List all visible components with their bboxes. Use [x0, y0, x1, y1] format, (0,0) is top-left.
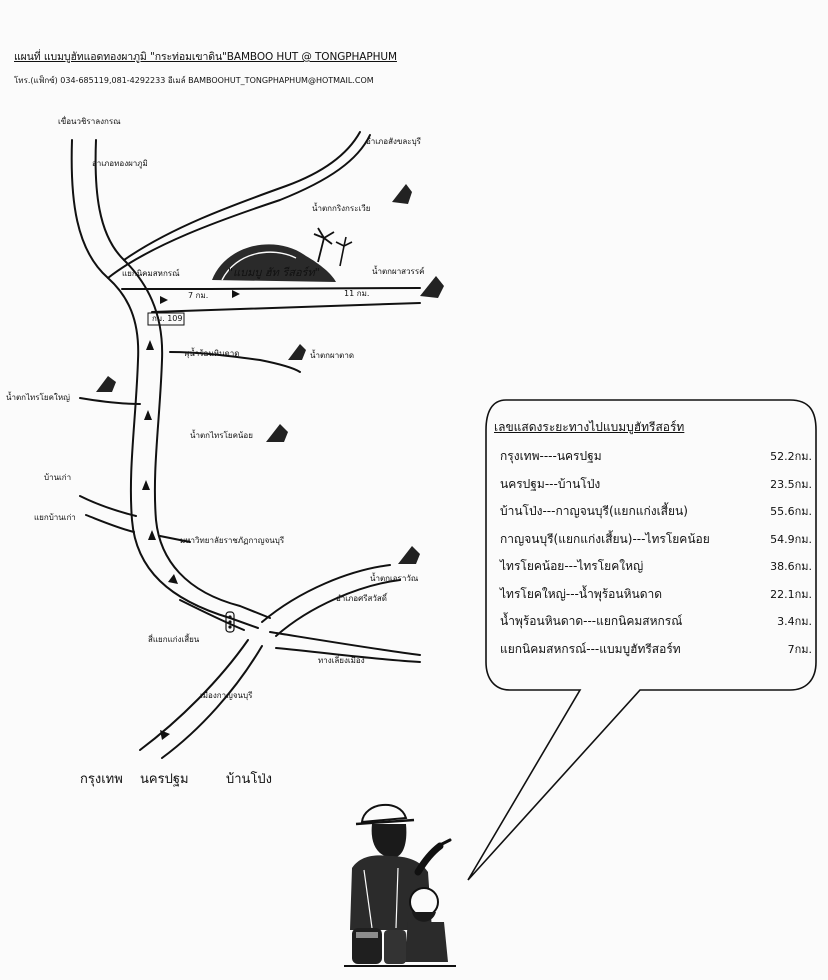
label-university: มหาวิทยาลัยราชภัฏกาญจนบุรี [180, 536, 285, 545]
distance-row: ไทรโยคใหญ่---น้ำพุร้อนหินดาด 22.1กม. [500, 585, 812, 613]
distance-route: นครปฐม---บ้านโป่ง [500, 476, 601, 491]
distance-route: แยกนิคมสหกรณ์---แบมบูฮัทรีสอร์ท [500, 641, 681, 656]
distance-value: 23.5กม. [770, 477, 812, 491]
distance-row: บ้านโป่ง---กาญจนบุรี(แยกแก่งเสี้ยน) 55.6… [500, 502, 812, 530]
label-sai-yok-yai: น้ำตกไทรโยคใหญ่ [6, 393, 70, 402]
explorer-figure-icon [344, 803, 456, 967]
waterfall-icon [392, 184, 412, 204]
traffic-light-icon [225, 611, 235, 633]
distance-route: บ้านโป่ง---กาญจนบุรี(แยกแก่งเสี้ยน) [500, 504, 688, 518]
road-university [159, 535, 191, 543]
road-saiyokyai [79, 397, 141, 405]
distance-value: 54.9กม. [770, 532, 812, 546]
label-erawan: น้ำตกเอราวัณ [370, 574, 419, 583]
distance-route: ไทรโยคใหญ่---น้ำพุร้อนหินดาด [500, 586, 663, 601]
label-ban-kao-junction: แยกบ้านเก่า [34, 513, 76, 522]
road-bankao-2 [85, 514, 135, 533]
waterfall-icons [96, 184, 444, 564]
label-ban-kao: บ้านเก่า [44, 473, 72, 482]
label-resort: "แบมบู ฮัท รีสอร์ท" [228, 266, 320, 279]
map-title: แผนที่ แบมบูฮัทแอดทองผาภูมิ "กระท่อมเขาด… [14, 51, 397, 63]
distance-route: ไทรโยคน้อย---ไทรโยคใหญ่ [500, 559, 644, 573]
distance-table-title: เลขแสดงระยะทางไปแบมบูฮัทรีสอร์ท [494, 420, 685, 434]
road-bankao-1 [79, 495, 137, 517]
label-to-city: ทางเลี่ยงเมือง [318, 656, 365, 665]
label-kanchanaburi-city: เมืองกาญจนบุรี [200, 691, 253, 700]
distance-row: นครปฐม---บ้านโป่ง 23.5กม. [500, 475, 812, 503]
label-km7: 7 กม. [188, 291, 209, 300]
road-sangkhla-outer [107, 134, 371, 279]
highway-east-edge [94, 139, 271, 619]
distance-row: แยกนิคมสหกรณ์---แบมบูฮัทรีสอร์ท 7กม. [500, 640, 812, 668]
label-kraeng-krawia: น้ำตกกริงกระเวีย [312, 204, 371, 213]
route-arrow [146, 340, 154, 350]
route-arrows [142, 290, 240, 740]
road-erawan-2 [275, 579, 401, 637]
distance-row: กาญจนบุรี(แยกแก่งเสี้ยน)---ไทรโยคน้อย 54… [500, 530, 812, 558]
distance-value: 7กม. [787, 642, 812, 656]
road-south-west [139, 639, 249, 751]
label-si-sawat: อำเภอศรีสวัสดิ์ [336, 594, 387, 603]
distance-value: 38.6กม. [770, 560, 812, 573]
distance-table: เลขแสดงระยะทางไปแบมบูฮัทรีสอร์ท กรุงเทพ-… [494, 418, 812, 668]
map-header: แผนที่ แบมบูฮัทแอดทองผาภูมิ "กระท่อมเขาด… [14, 48, 614, 87]
road-hotspring [169, 351, 301, 373]
route-arrow [160, 730, 170, 740]
label-pha-tat: น้ำตกผาตาด [310, 351, 355, 360]
label-sai-yok-noi: น้ำตกไทรโยคน้อย [190, 431, 253, 440]
road-erawan-1 [261, 564, 391, 623]
label-nikhom-junction: แยกนิคมสหกรณ์ [122, 269, 180, 278]
road-kaengsian [179, 599, 245, 631]
label-sangkhlaburi: อำเภอสังขละบุรี [366, 137, 421, 146]
distance-route: น้ำพุร้อนหินดาด---แยกนิคมสหกรณ์ [500, 614, 683, 628]
highway-west-edge [70, 139, 259, 629]
contact-line: โทร.(แฟ็กซ์) 034-685119,081-4292233 อีเม… [14, 76, 374, 85]
road-bypass-1 [269, 631, 421, 656]
speech-bubble-outline [467, 399, 817, 881]
label-km109: กม. 109 [152, 314, 183, 323]
waterfall-icon [398, 546, 420, 564]
route-arrow [168, 574, 178, 584]
distance-row: กรุงเทพ----นครปฐม 52.2กม. [500, 447, 812, 475]
route-arrow [142, 480, 150, 490]
route-arrow [144, 410, 152, 420]
label-km11: 11 กม. [344, 289, 370, 298]
bottom-city-ban-pong: บ้านโป่ง [226, 772, 273, 787]
label-thongphaphum: อำเภอทองผาภูมิ [92, 159, 148, 168]
distance-value: 52.2กม. [770, 450, 812, 463]
distance-value: 55.6กม. [770, 505, 812, 518]
distance-value: 22.1กม. [770, 587, 812, 601]
waterfall-icon [266, 424, 288, 442]
road-sangkhla-inner [123, 131, 361, 261]
label-hotspring: พุน้ำร้อนหินดาด [184, 349, 240, 358]
label-pha-sawan: น้ำตกผาสวรรค์ [372, 267, 425, 276]
road-resort-south [151, 302, 421, 313]
road-bypass-2 [275, 647, 421, 663]
waterfall-icon [288, 344, 306, 360]
route-arrow [232, 290, 240, 298]
label-dam: เขื่อนวชิราลงกรณ [58, 117, 121, 126]
distance-row: น้ำพุร้อนหินดาด---แยกนิคมสหกรณ์ 3.4กม. [500, 612, 812, 640]
bottom-city-bangkok: กรุงเทพ [80, 772, 123, 787]
distance-value: 3.4กม. [777, 615, 812, 628]
km109-sign [147, 312, 185, 326]
waterfall-icon [420, 276, 444, 298]
label-kaeng-sian: สี่แยกแก่งเสี้ยน [148, 635, 200, 644]
distance-route: กาญจนบุรี(แยกแก่งเสี้ยน)---ไทรโยคน้อย [500, 531, 710, 546]
road-resort-north [121, 287, 421, 290]
route-arrow [148, 530, 156, 540]
distance-row: ไทรโยคน้อย---ไทรโยคใหญ่ 38.6กม. [500, 557, 812, 585]
waterfall-icon [96, 376, 116, 392]
distance-route: กรุงเทพ----นครปฐม [500, 449, 602, 463]
road-south-east [161, 645, 263, 759]
route-arrow [160, 296, 168, 304]
resort-hill-icon [212, 227, 353, 282]
bottom-city-nakhon-pathom: นครปฐม [140, 772, 189, 787]
